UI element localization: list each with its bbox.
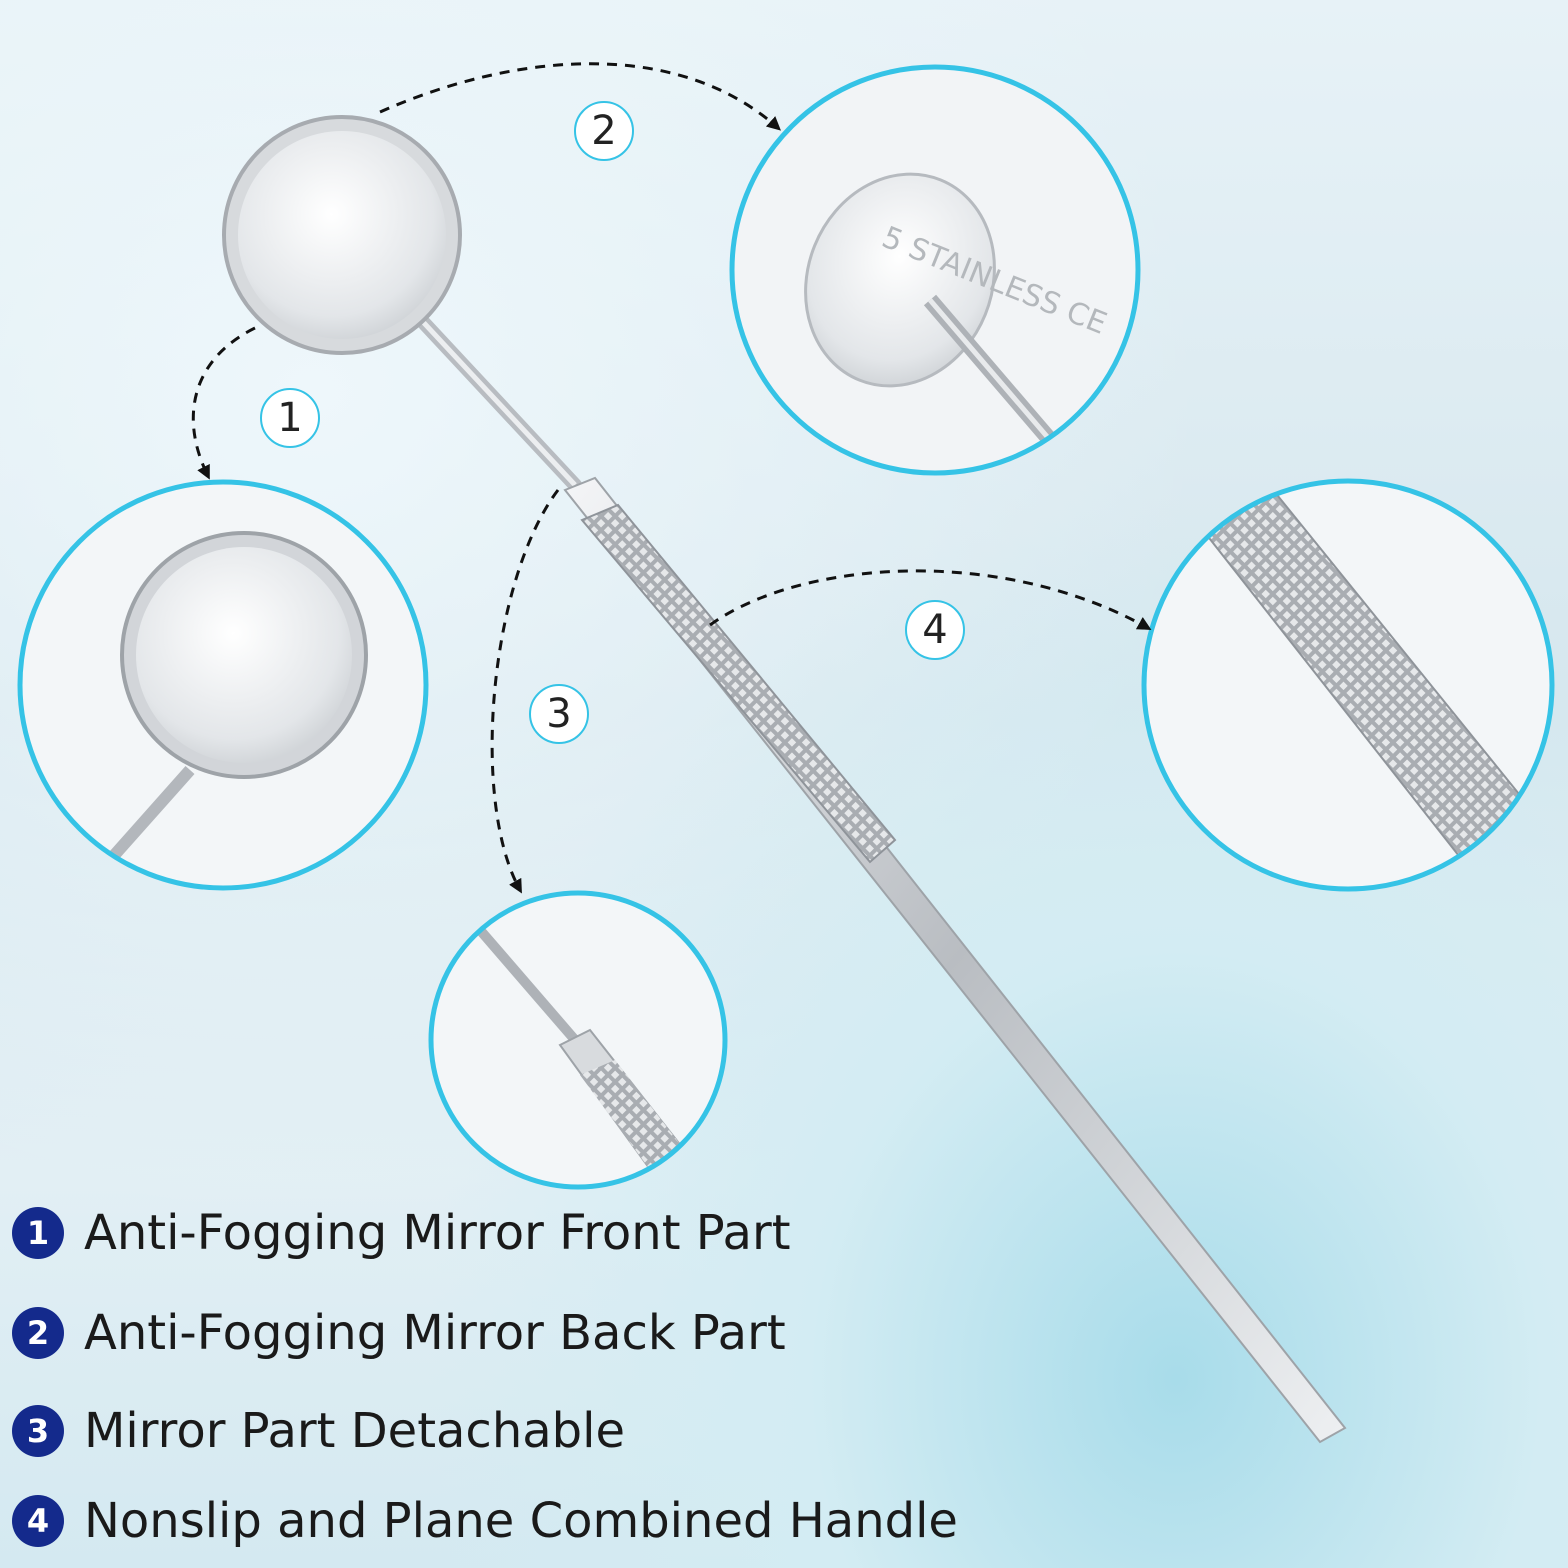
arrow-4	[709, 569, 1152, 630]
callout-arrows	[191, 62, 1152, 894]
zoom-circle-back: 5 STAINLESS CE	[729, 64, 1141, 476]
legend-item: 2 Anti-Fogging Mirror Back Part	[12, 1305, 786, 1361]
legend-label: Mirror Part Detachable	[84, 1403, 625, 1459]
arrow-1	[191, 326, 256, 480]
number-badge: 3	[12, 1405, 64, 1457]
number-badge: 4	[12, 1495, 64, 1547]
arrow-2	[379, 62, 781, 131]
legend-item: 1 Anti-Fogging Mirror Front Part	[12, 1205, 791, 1261]
number-badge: 2	[12, 1307, 64, 1359]
mirror-instrument	[222, 115, 1347, 1444]
zoom-circle-handle	[1141, 478, 1555, 892]
callout-number-3: 3	[529, 684, 589, 744]
legend-label: Anti-Fogging Mirror Back Part	[84, 1305, 786, 1361]
zoom-circle-front	[17, 479, 429, 891]
legend-item: 3 Mirror Part Detachable	[12, 1403, 625, 1459]
number-badge: 1	[12, 1207, 64, 1259]
zoom-circle-joint	[428, 890, 728, 1190]
legend-item: 4 Nonslip and Plane Combined Handle	[12, 1493, 958, 1549]
callout-number-2: 2	[574, 101, 634, 161]
legend-label: Anti-Fogging Mirror Front Part	[84, 1205, 791, 1261]
callout-number-1: 1	[260, 388, 320, 448]
legend-label: Nonslip and Plane Combined Handle	[84, 1493, 958, 1549]
arrow-3	[490, 489, 560, 894]
callout-number-4: 4	[905, 600, 965, 660]
